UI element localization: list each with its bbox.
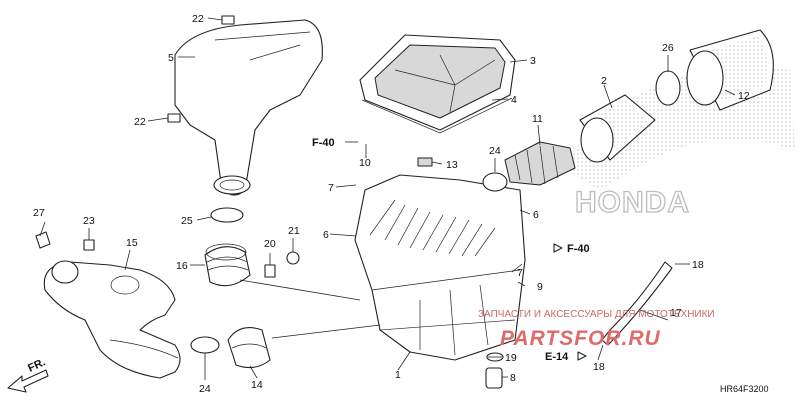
label-part-7b: 7 (517, 267, 523, 279)
front-arrow-icon (7, 369, 49, 393)
part-13-pad (417, 157, 433, 167)
label-part-18a: 18 (692, 259, 704, 271)
label-part-18b: 18 (593, 361, 605, 373)
part-15-inlet-duct (43, 260, 181, 379)
part-11-boot (504, 141, 576, 186)
label-part-12: 12 (738, 90, 750, 102)
watermark: ЗАПЧАСТИ И АКСЕССУАРЫ ДЛЯ МОТОТЕХНИКИ PA… (478, 309, 715, 350)
label-part-17: 17 (670, 307, 682, 319)
label-part-9: 9 (537, 281, 543, 293)
label-part-4: 4 (511, 94, 517, 106)
ref-f40-upper: F-40 (312, 137, 335, 149)
label-part-15: 15 (126, 237, 138, 249)
part-22-bolt-lower (167, 113, 181, 123)
label-part-5: 5 (168, 52, 174, 64)
part-17-tube (601, 261, 673, 346)
leader-lines (39, 17, 736, 380)
label-part-25: 25 (181, 215, 193, 227)
label-part-10: 10 (359, 157, 371, 169)
part-23-bolt (83, 239, 95, 251)
diagram-code: HR64F3200 (720, 384, 769, 394)
label-part-11: 11 (532, 113, 543, 125)
part-4-cover (359, 34, 516, 134)
label-part-19: 19 (505, 352, 517, 364)
watermark-tagline: ЗАПЧАСТИ И АКСЕССУАРЫ ДЛЯ МОТОТЕХНИКИ (478, 309, 715, 320)
part-8-plug (485, 367, 503, 389)
label-part-24b: 24 (199, 383, 211, 395)
ref-f40-right: F-40 (567, 243, 590, 255)
label-part-16: 16 (176, 260, 188, 272)
label-part-6b: 6 (533, 209, 539, 221)
label-part-3: 3 (530, 55, 536, 67)
label-part-26: 26 (662, 42, 674, 54)
reference-codes: F-40 F-40 E-14 (312, 137, 590, 363)
label-part-23: 23 (83, 215, 95, 227)
label-part-14: 14 (251, 379, 263, 391)
label-part-6a: 6 (323, 229, 329, 241)
label-part-22a: 22 (192, 13, 204, 25)
part-2-filter (579, 94, 656, 163)
watermark-logo: PARTSFOR.RU (500, 327, 661, 350)
ref-e14-arrow (577, 351, 587, 361)
ref-f40-right-arrow (553, 243, 563, 253)
label-part-24a: 24 (489, 145, 501, 157)
part-12-sleeve (686, 29, 774, 111)
label-part-1: 1 (395, 369, 401, 381)
ref-e14: E-14 (545, 351, 569, 363)
front-arrow: FR. (7, 356, 49, 393)
honda-brand-text: HONDA (575, 186, 690, 219)
label-part-27: 27 (33, 207, 45, 219)
part-27-clip (35, 231, 51, 249)
label-part-20: 20 (264, 238, 276, 250)
part-5-duct (174, 19, 323, 196)
label-part-7a: 7 (328, 182, 334, 194)
part-25-band (210, 207, 244, 223)
part-16-joint (204, 243, 251, 287)
part-24-clamp-lower (190, 336, 220, 354)
part-22-bolt-upper (221, 15, 235, 25)
part-14-joint (227, 327, 271, 369)
part-21-grommet (286, 251, 300, 265)
part-24-clamp-upper (482, 172, 508, 192)
part-labels: 1 2 3 4 5 6 6 7 7 8 9 10 11 12 13 14 15 … (33, 13, 750, 395)
part-1-case (354, 174, 526, 361)
part-26-clamp (655, 70, 681, 106)
label-part-2: 2 (601, 75, 607, 87)
label-part-13: 13 (446, 159, 458, 171)
label-part-22b: 22 (134, 116, 146, 128)
label-part-21: 21 (288, 225, 300, 237)
part-20-sensor (264, 264, 276, 278)
label-part-8: 8 (510, 372, 516, 384)
